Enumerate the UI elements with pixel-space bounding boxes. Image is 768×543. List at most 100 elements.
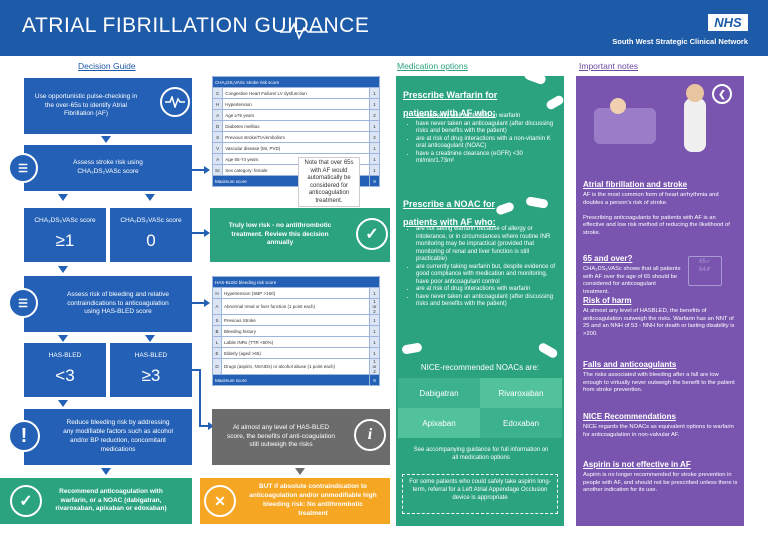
criteria-item: are at risk of drug interactions with wa… bbox=[416, 286, 558, 294]
cha-row-criterion: Age ≥75 years bbox=[222, 109, 370, 121]
info-icon: i bbox=[354, 419, 386, 451]
hasbled-ge3-label: HAS-BLED bbox=[134, 352, 168, 360]
cha-row-points: 2 bbox=[369, 131, 380, 143]
cha-score-0-box: CHA₂DS₂VASc score 0 bbox=[110, 208, 192, 262]
assess-stroke-box: Assess stroke risk using CHA₂DS₂VASc sco… bbox=[24, 145, 192, 191]
section-important-notes: Important notes bbox=[579, 61, 639, 71]
arrow-down-icon bbox=[58, 400, 68, 407]
hasbled-lt3-value: <3 bbox=[55, 365, 75, 385]
criteria-item: are currently well controlled on warfari… bbox=[416, 113, 558, 121]
cha-row-criterion: Diabetes mellitus bbox=[222, 120, 370, 132]
contraindication-box: BUT if absolute contraindication to anti… bbox=[200, 478, 390, 524]
hasbled-ge3-value: ≥3 bbox=[141, 365, 161, 385]
pulse-check-box: Use opportunistic pulse-checking in the … bbox=[24, 78, 192, 134]
arrow-down-icon bbox=[58, 266, 68, 273]
heartbeat-icon bbox=[280, 21, 328, 40]
hasbled-lt3-label: HAS-BLED bbox=[48, 352, 82, 360]
cha-row-letter: Sc bbox=[211, 164, 224, 176]
note-title: 65 and over? bbox=[583, 254, 633, 263]
check-icon: ✓ bbox=[10, 485, 42, 517]
cha-row-letter: S bbox=[211, 131, 224, 143]
cha-row-criterion: Congestive Heart Failure/ LV dysfunction bbox=[222, 87, 370, 99]
pulse-icon bbox=[160, 87, 190, 117]
has-row-points: 1 bbox=[369, 325, 380, 337]
has-row-criterion: Hypertension (SBP >160) bbox=[221, 287, 370, 299]
checklist-icon: ☰ bbox=[8, 288, 38, 318]
cha-score-0-label: CHA₂DS₂VASc score bbox=[120, 217, 182, 225]
cha-row-criterion: Vascular disease (MI, PVD) bbox=[222, 142, 370, 154]
arrow-down-icon bbox=[58, 194, 68, 201]
note-text: AF is the most common form of heart arrh… bbox=[583, 192, 730, 236]
doctor-icon bbox=[684, 98, 706, 152]
arrow-right-icon bbox=[192, 229, 210, 237]
note-text: Aspirin is no longer recommended for str… bbox=[583, 472, 738, 494]
warfarin-criteria-list: are currently well controlled on warfari… bbox=[406, 113, 558, 166]
noac-title: Prescribe a NOAC for patients with AF wh… bbox=[403, 199, 496, 227]
noac-rivaroxaban: Rivaroxaban bbox=[480, 378, 562, 408]
nice-noacs-title: NICE-recommended NOACs are: bbox=[420, 363, 540, 372]
criteria-item: are currently taking warfarin but, despi… bbox=[416, 264, 558, 287]
arrow-down-icon bbox=[295, 468, 305, 475]
arrow-down-icon bbox=[145, 335, 155, 342]
section-medication-options: Medication options bbox=[397, 61, 468, 71]
cha-row-points: 1 bbox=[369, 87, 380, 99]
arrow-right-icon bbox=[192, 166, 210, 174]
pill-icon bbox=[544, 94, 564, 111]
recommend-text: Recommend anticoagulation with warfarin,… bbox=[55, 487, 167, 513]
noac-dabigatran: Dabigatran bbox=[398, 378, 480, 408]
note-title: NICE Recommendations bbox=[583, 412, 676, 421]
noac-criteria-list: are not taking warfarin because of aller… bbox=[406, 226, 558, 309]
note-title: Aspirin is not effective in AF bbox=[583, 460, 691, 469]
cha-row-letter: D bbox=[211, 120, 224, 132]
reduce-bleeding-text: Reduce bleeding risk by addressing any m… bbox=[63, 419, 173, 453]
has-row-letter: E bbox=[212, 347, 222, 359]
check-icon: ✓ bbox=[356, 218, 388, 250]
note-text: The risks associated with bleeding after… bbox=[583, 372, 735, 394]
arrow-left-circle-icon[interactable]: ❮ bbox=[712, 84, 732, 104]
has-table-foot: Maximum score bbox=[212, 374, 370, 386]
noac-apixaban: Apixaban bbox=[398, 408, 480, 438]
cha-row-letter: C bbox=[211, 87, 224, 99]
pill-icon bbox=[401, 342, 423, 355]
note-text: CHA₂DS₂VASc shows that all patients with… bbox=[583, 266, 681, 295]
has-row-points: 1 bbox=[369, 336, 380, 348]
note-callout: Note that over 65s with AF would automat… bbox=[298, 157, 360, 207]
arrow-down-icon bbox=[145, 194, 155, 201]
nhs-logo: NHS bbox=[708, 14, 748, 31]
criteria-item: have never taken an anticoagulant (after… bbox=[416, 121, 558, 136]
note-title: Falls and anticoagulants bbox=[583, 360, 677, 369]
cha-row-letter: A bbox=[211, 109, 224, 121]
cha-row-letter: A bbox=[211, 153, 224, 165]
cha-score-0-value: 0 bbox=[146, 230, 156, 250]
has-table-foot-points: 9 bbox=[369, 374, 380, 386]
cross-icon: ✕ bbox=[204, 485, 236, 517]
has-row-points: 1 bbox=[369, 347, 380, 359]
assess-stroke-text: Assess stroke risk using CHA₂DS₂VASc sco… bbox=[73, 159, 143, 175]
cha-score-ge1-value: ≥1 bbox=[55, 230, 75, 250]
has-row-letter: S bbox=[212, 314, 222, 326]
cha-row-points: 1 bbox=[369, 164, 380, 176]
has-row-points: 1 bbox=[369, 287, 380, 299]
low-risk-text: Truly low risk - no antithrombotic treat… bbox=[228, 221, 332, 247]
cha-score-ge1-box: CHA₂DS₂VASc score ≥1 bbox=[24, 208, 106, 262]
note-text: At almost any level of HASBLED, the bene… bbox=[583, 308, 735, 337]
has-row-letter: L bbox=[212, 336, 222, 348]
noac-edoxaban: Edoxaban bbox=[480, 408, 562, 438]
assess-bleeding-box: Assess risk of bleeding and relative con… bbox=[24, 276, 192, 332]
cha-row-letter: H bbox=[211, 98, 224, 110]
hasbled-lt3-box: HAS-BLED <3 bbox=[24, 343, 106, 397]
cha-row-points: 2 bbox=[369, 109, 380, 121]
pill-icon bbox=[522, 76, 548, 86]
patient-head-icon bbox=[610, 98, 626, 114]
doctor-head-icon bbox=[686, 84, 704, 102]
